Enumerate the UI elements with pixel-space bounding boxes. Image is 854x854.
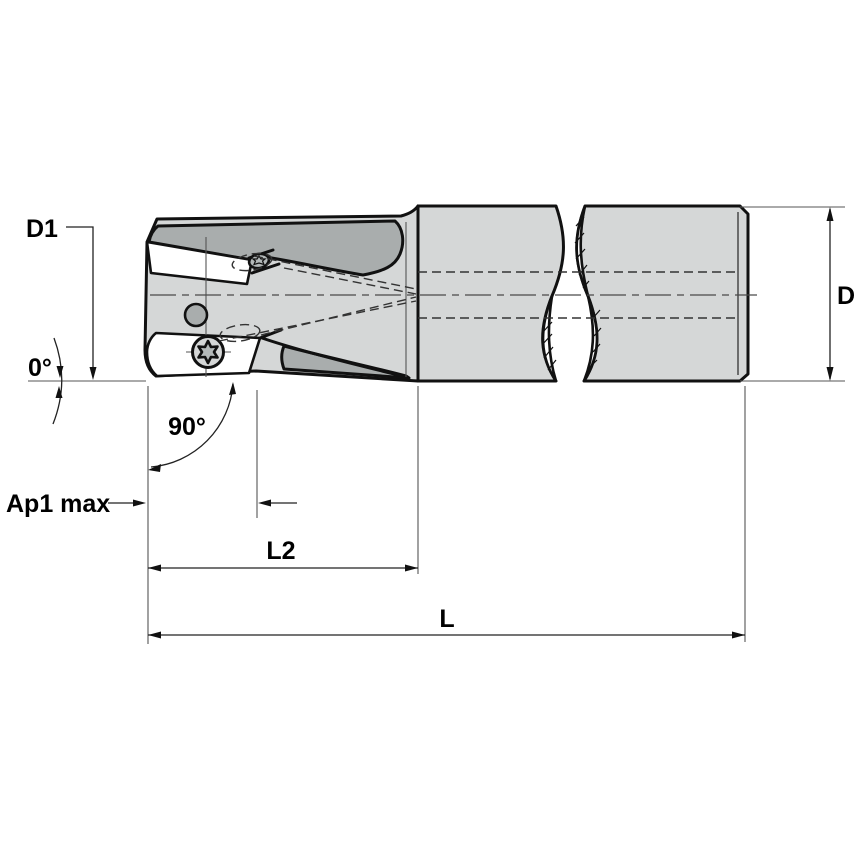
l-label: L — [439, 605, 454, 633]
flute-top — [147, 219, 405, 277]
l2-arrow-left — [148, 564, 161, 572]
d1-leader-line — [66, 226, 94, 367]
ap1-max-label: Ap1 max — [6, 490, 110, 518]
zero-angle-arrow-lower — [55, 386, 63, 398]
torx-screw-top-star — [251, 254, 267, 266]
insert-top — [145, 240, 254, 286]
zero-angle-arc — [52, 337, 63, 425]
angle-90-arrow-lower — [148, 464, 161, 472]
ap1-arrow-right — [258, 499, 271, 507]
shank-segment-left — [416, 204, 565, 383]
d1-arrowhead — [89, 367, 97, 380]
pocket-edge-lower — [250, 262, 281, 275]
construction-lines — [150, 252, 757, 343]
torx-screw — [191, 335, 225, 369]
angle-90-label: 90° — [168, 413, 206, 441]
flute-bottom-edge-line — [260, 336, 409, 379]
break-crescent-right-lower-hatch — [588, 309, 602, 369]
d-arrow-bottom — [826, 367, 834, 381]
d-arrow-top — [826, 207, 834, 221]
coolant-exit-bottom-hidden — [219, 323, 261, 343]
shank-segment-right — [575, 204, 750, 383]
angle-90-arc — [150, 383, 234, 468]
coolant-exit-top-hidden — [231, 252, 273, 272]
coolant-channel-lower-b — [260, 296, 417, 336]
break-crescent-right-upper-hatch — [574, 216, 590, 289]
d1-label: D1 — [26, 215, 58, 243]
l2-label: L2 — [266, 537, 295, 565]
torx-screw-star — [197, 339, 219, 365]
zero-angle-arrow-upper — [56, 366, 64, 378]
coolant-channel-upper-b — [283, 267, 417, 295]
l2-arrow-right — [405, 564, 418, 572]
l-arrow-left — [148, 631, 161, 639]
dimensions: D1 0° 90° Ap1 max L2 L — [6, 206, 854, 644]
break-crescent-left-hatch — [541, 321, 557, 371]
d-label: D — [837, 282, 854, 310]
zero-angle-label: 0° — [28, 354, 52, 382]
break-symbol — [541, 204, 602, 383]
break-crescent-left — [541, 294, 558, 383]
coolant-hole — [183, 302, 209, 328]
angle-90-arrow-upper — [229, 382, 236, 395]
ap1-arrow-left — [133, 499, 146, 507]
l-arrow-right — [732, 631, 745, 639]
tool-body — [143, 204, 750, 383]
